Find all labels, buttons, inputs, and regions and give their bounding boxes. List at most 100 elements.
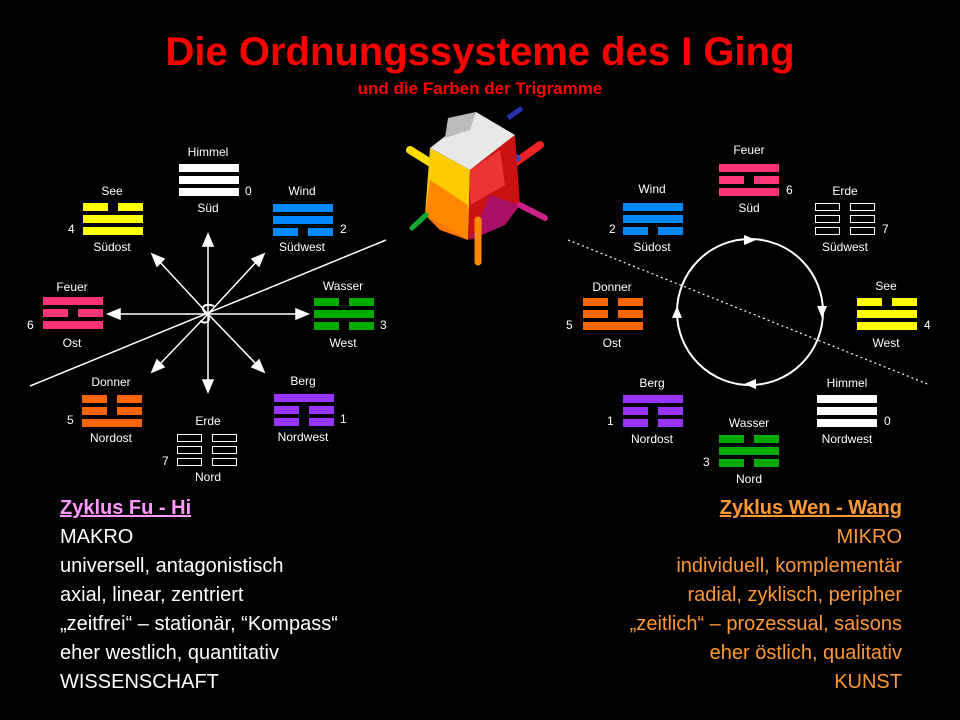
wenwang-trigram-direction: Nordwest bbox=[821, 432, 873, 446]
trigram-line bbox=[623, 407, 648, 415]
trigram-line bbox=[754, 176, 779, 184]
wenwang-trigram-name: Himmel bbox=[826, 376, 868, 390]
trigram-line bbox=[314, 322, 339, 330]
trigram-line bbox=[177, 458, 202, 466]
trigram-line bbox=[118, 203, 143, 211]
fuhi-trigram-number: 6 bbox=[27, 318, 34, 332]
trigram-line bbox=[78, 309, 103, 317]
fuhi-trigram-number: 7 bbox=[162, 454, 169, 468]
trigram-line bbox=[754, 459, 779, 467]
trigram-line bbox=[117, 407, 142, 415]
wenwang-trigram-number: 5 bbox=[566, 318, 573, 332]
trigram-line bbox=[583, 310, 608, 318]
wenwang-line-4: „zeitlich“ – prozessual, saisons bbox=[629, 613, 902, 635]
wenwang-trigram-wind bbox=[623, 203, 683, 235]
trigram-line bbox=[719, 164, 779, 172]
trigram-line bbox=[754, 435, 779, 443]
trigram-line bbox=[274, 406, 299, 414]
wenwang-trigram-direction: West bbox=[872, 336, 900, 350]
fuhi-trigram-number: 0 bbox=[245, 184, 252, 198]
fuhi-trigram-number: 4 bbox=[68, 222, 75, 236]
trigram-line bbox=[83, 215, 143, 223]
wenwang-line-2: individuell, komplementär bbox=[676, 555, 902, 577]
fuhi-line-5: eher westlich, quantitativ bbox=[60, 642, 280, 664]
cycle-arrow-right bbox=[817, 306, 827, 318]
fuhi-trigram-see bbox=[83, 203, 143, 235]
trigram-line bbox=[274, 418, 299, 426]
trigram-line bbox=[850, 227, 875, 235]
trigram-line bbox=[83, 227, 143, 235]
cycle-arrow-left bbox=[672, 306, 682, 318]
trigram-line bbox=[212, 458, 237, 466]
fuhi-trigram-feuer bbox=[43, 297, 103, 329]
fuhi-description: Zyklus Fu - Hi MAKRO universell, antagon… bbox=[60, 494, 480, 697]
fuhi-trigram-donner bbox=[82, 395, 142, 427]
trigram-line bbox=[309, 418, 334, 426]
wenwang-trigram-berg bbox=[623, 395, 683, 427]
fuhi-trigram-name: Berg bbox=[290, 374, 316, 388]
wenwang-description: Zyklus Wen - Wang MIKRO individuell, kom… bbox=[482, 494, 902, 697]
trigram-line bbox=[273, 216, 333, 224]
trigram-line bbox=[658, 419, 683, 427]
trigram-line bbox=[658, 227, 683, 235]
trigram-line bbox=[815, 227, 840, 235]
trigram-line bbox=[43, 309, 68, 317]
wenwang-trigram-name: Erde bbox=[832, 184, 858, 198]
trigram-line bbox=[583, 322, 643, 330]
wenwang-trigram-number: 1 bbox=[607, 414, 614, 428]
wenwang-trigram-wasser bbox=[719, 435, 779, 467]
wenwang-trigram-name: Feuer bbox=[733, 143, 765, 157]
wenwang-line-5: eher östlich, qualitativ bbox=[709, 642, 902, 664]
trigram-line bbox=[212, 434, 237, 442]
fuhi-line-3: axial, linear, zentriert bbox=[60, 584, 244, 606]
wenwang-trigram-direction: Südwest bbox=[821, 240, 869, 254]
fuhi-trigram-himmel bbox=[179, 164, 239, 196]
trigram-line bbox=[177, 446, 202, 454]
wenwang-trigram-direction: Nord bbox=[735, 472, 763, 486]
wenwang-trigram-name: Wind bbox=[638, 182, 666, 196]
wenwang-trigram-number: 6 bbox=[786, 183, 793, 197]
wenwang-trigram-number: 2 bbox=[609, 222, 616, 236]
trigram-line bbox=[850, 215, 875, 223]
fuhi-trigram-name: Wind bbox=[288, 184, 316, 198]
wenwang-heading: Zyklus Wen - Wang bbox=[719, 497, 902, 519]
trigram-line bbox=[850, 203, 875, 211]
trigram-line bbox=[623, 419, 648, 427]
trigram-line bbox=[82, 419, 142, 427]
wenwang-trigram-number: 3 bbox=[703, 455, 710, 469]
wenwang-line-6: KUNST bbox=[834, 671, 902, 693]
wenwang-trigram-name: Wasser bbox=[728, 416, 770, 430]
trigram-line bbox=[179, 188, 239, 196]
fuhi-trigram-direction: Nordwest bbox=[277, 430, 329, 444]
center-s-symbol bbox=[199, 303, 215, 324]
page-subtitle: und die Farben der Trigramme bbox=[357, 79, 603, 98]
trigram-line bbox=[349, 322, 374, 330]
fuhi-trigram-direction: Südwest bbox=[278, 240, 326, 254]
wenwang-trigram-feuer bbox=[719, 164, 779, 196]
wenwang-trigram-see bbox=[857, 298, 917, 330]
wenwang-trigram-name: Donner bbox=[592, 280, 632, 294]
fuhi-trigram-number: 5 bbox=[67, 413, 74, 427]
wenwang-trigram-direction: Ost bbox=[602, 336, 622, 350]
fuhi-line-4: „zeitfrei“ – stationär, “Kompass“ bbox=[60, 613, 338, 635]
trigram-line bbox=[618, 298, 643, 306]
fuhi-trigram-name: Donner bbox=[91, 375, 131, 389]
fuhi-trigram-direction: West bbox=[329, 336, 357, 350]
fuhi-trigram-number: 3 bbox=[380, 318, 387, 332]
trigram-line bbox=[314, 298, 339, 306]
fuhi-trigram-name: Wasser bbox=[322, 279, 364, 293]
trigram-line bbox=[892, 298, 917, 306]
fuhi-trigram-direction: Nordost bbox=[89, 431, 133, 445]
cycle-arrow-bottom bbox=[744, 379, 756, 389]
trigram-line bbox=[719, 447, 779, 455]
wenwang-trigram-number: 7 bbox=[882, 222, 889, 236]
wenwang-trigram-direction: Südost bbox=[633, 240, 671, 254]
fuhi-trigram-wind bbox=[273, 204, 333, 236]
trigram-line bbox=[274, 394, 334, 402]
trigram-line bbox=[43, 321, 103, 329]
trigram-color-cube bbox=[406, 105, 548, 266]
trigram-line bbox=[857, 298, 882, 306]
trigram-line bbox=[82, 395, 107, 403]
fuhi-trigram-number: 2 bbox=[340, 222, 347, 236]
